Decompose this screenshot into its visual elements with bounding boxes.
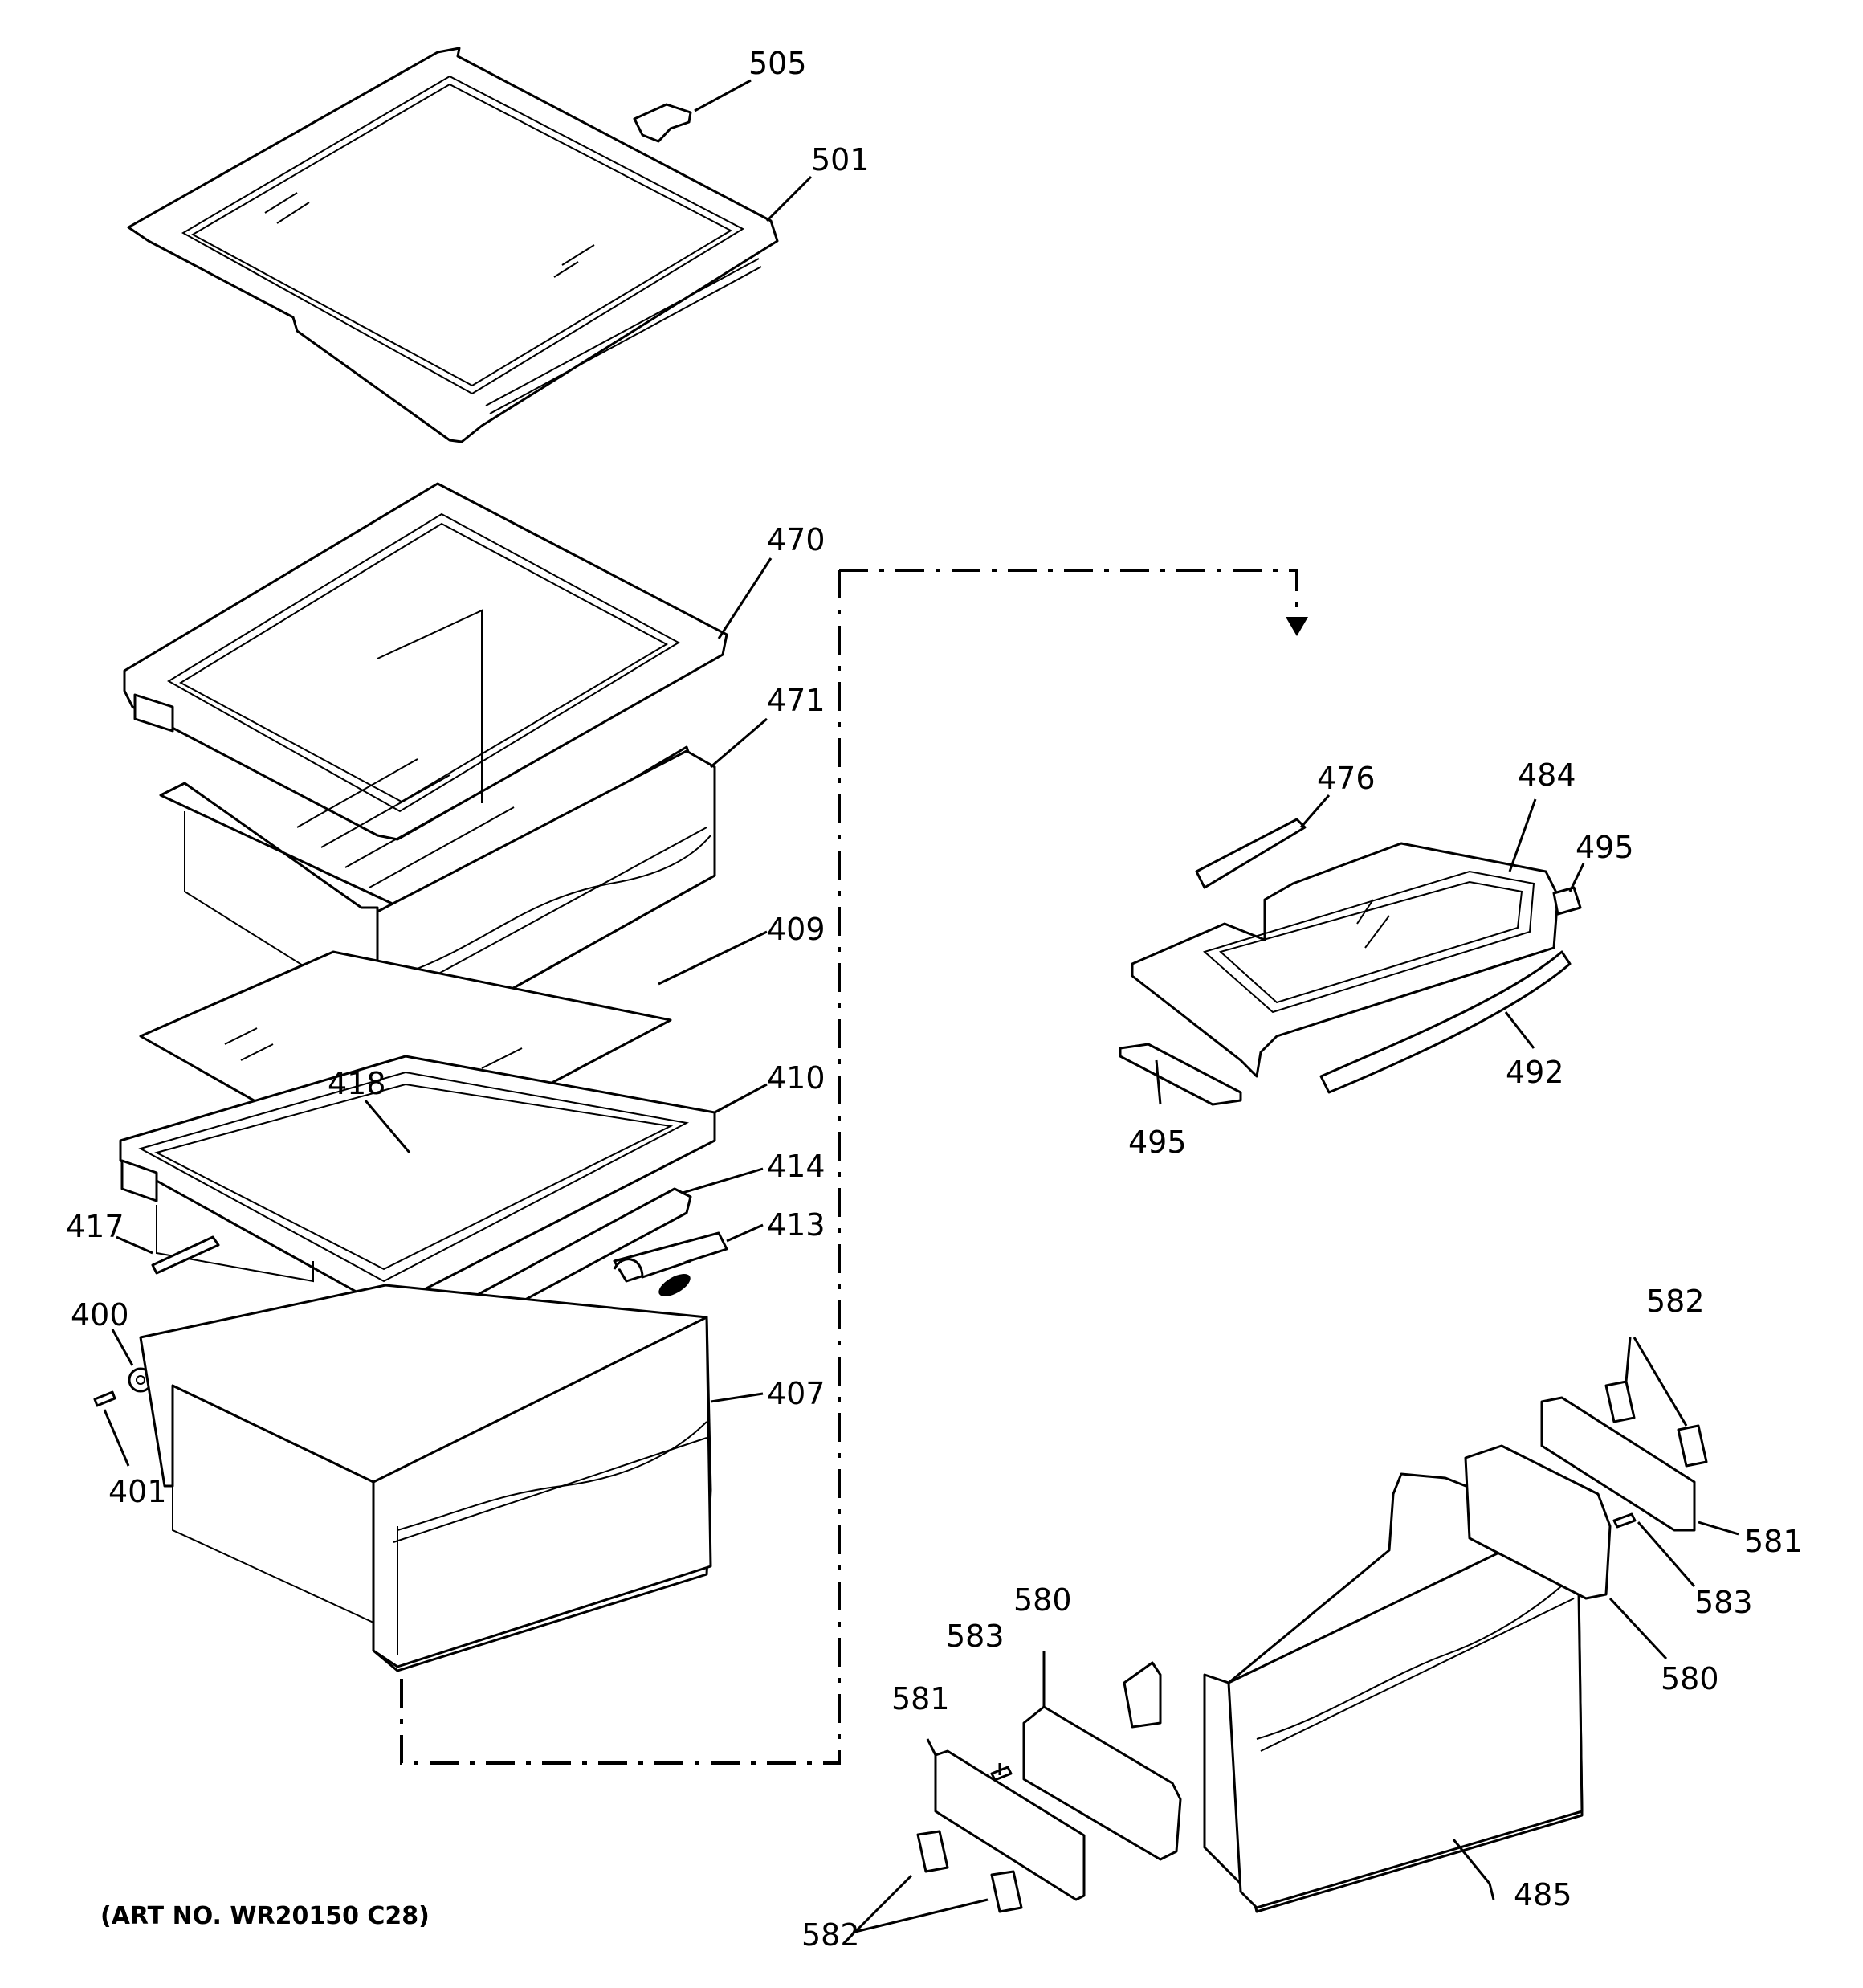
part-clip-582-right-a	[1604, 1380, 1636, 1423]
label-410: 410	[767, 1060, 826, 1096]
flow-arrowhead	[1286, 617, 1308, 636]
part-rod-417	[151, 1235, 220, 1275]
part-clip-582-right-b	[1677, 1424, 1708, 1468]
part-screw-583-right	[1612, 1512, 1637, 1529]
label-401: 401	[108, 1474, 167, 1509]
part-slider-495-left	[1119, 1043, 1242, 1106]
label-484: 484	[1518, 757, 1576, 793]
part-shelf-501	[127, 47, 779, 443]
part-frame-410	[119, 1055, 716, 1311]
part-slider-495-right	[1552, 886, 1582, 916]
label-476: 476	[1317, 761, 1376, 796]
label-583-right: 583	[1694, 1585, 1753, 1620]
label-582-right: 582	[1646, 1284, 1705, 1319]
leader-lines	[103, 79, 1739, 1933]
part-clip-582-left-a	[916, 1830, 949, 1873]
label-495-left: 495	[1128, 1125, 1187, 1160]
part-gasket-492	[1319, 950, 1572, 1094]
label-581-left: 581	[891, 1681, 950, 1717]
label-495-right: 495	[1576, 830, 1634, 865]
part-drawer-407	[139, 1284, 712, 1672]
label-485: 485	[1514, 1877, 1572, 1912]
label-470: 470	[767, 522, 826, 557]
label-580-right: 580	[1661, 1661, 1719, 1696]
label-407: 407	[767, 1376, 826, 1411]
part-rail-581-left	[934, 1749, 1086, 1901]
label-409: 409	[767, 912, 826, 947]
label-414: 414	[767, 1149, 826, 1184]
part-strip-476	[1195, 818, 1307, 889]
part-drawer-485	[1123, 1472, 1584, 1913]
label-581-right: 581	[1744, 1524, 1803, 1559]
label-505: 505	[748, 46, 807, 81]
label-501: 501	[811, 142, 870, 178]
label-583-left: 583	[946, 1619, 1005, 1654]
flow-line-top	[839, 569, 1298, 610]
label-492: 492	[1506, 1055, 1564, 1090]
label-471: 471	[767, 683, 826, 718]
part-bracket-580-right	[1464, 1444, 1612, 1600]
part-clip-582-left-b	[990, 1870, 1023, 1913]
art-number: (ART NO. WR20150 C28)	[100, 1902, 430, 1930]
part-roller-413	[613, 1231, 728, 1296]
label-582-left: 582	[801, 1917, 860, 1953]
part-screw-401	[93, 1390, 116, 1407]
part-cover-frame-470	[123, 482, 728, 841]
label-400: 400	[71, 1297, 129, 1333]
label-413: 413	[767, 1207, 826, 1243]
part-bracket-580-left	[1022, 1705, 1182, 1861]
part-cover-484	[1131, 842, 1559, 1078]
part-screw-583-left	[990, 1766, 1013, 1782]
flow-line-left	[400, 570, 841, 1765]
part-rail-581-right	[1540, 1396, 1696, 1532]
label-417: 417	[66, 1209, 124, 1244]
label-580-left: 580	[1013, 1582, 1072, 1618]
label-418: 418	[328, 1066, 386, 1101]
